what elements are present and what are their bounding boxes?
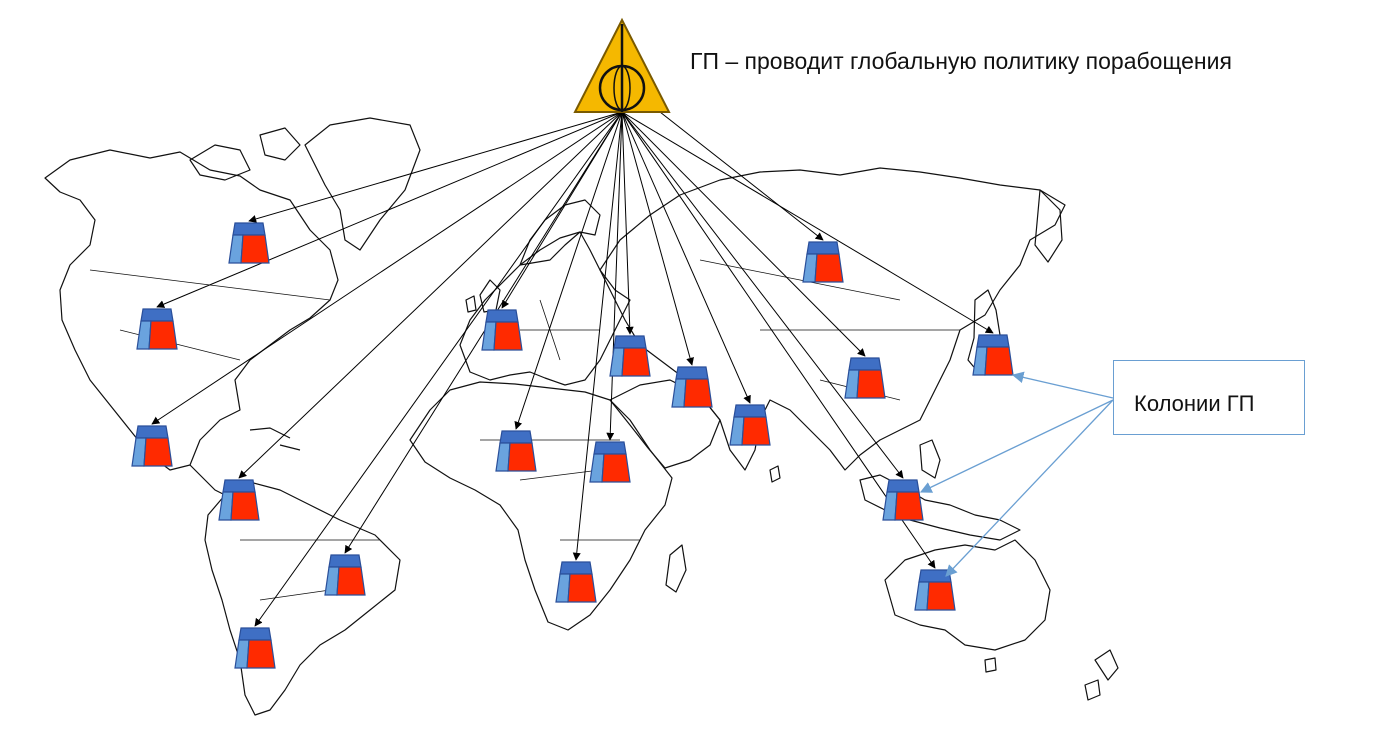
colony-group bbox=[131, 222, 1014, 669]
legend-box: Колонии ГП bbox=[1113, 360, 1305, 435]
colony-bucket-icon-japan bbox=[972, 334, 1014, 376]
colony-bucket-icon-australia bbox=[914, 569, 956, 611]
colony-bucket-icon-mexico bbox=[131, 425, 173, 467]
map-south-america bbox=[204, 481, 401, 716]
legend-arrow-australia bbox=[945, 399, 1114, 577]
arrow-china bbox=[621, 111, 866, 357]
colony-bucket-icon-argentina bbox=[234, 627, 276, 669]
colony-bucket-icon-south-africa bbox=[555, 561, 597, 603]
colony-bucket-icon-west-africa bbox=[495, 430, 537, 472]
map-asia bbox=[599, 167, 1066, 471]
page-title: ГП – проводит глобальную политику порабо… bbox=[690, 48, 1232, 74]
arrow-colombia bbox=[238, 111, 623, 479]
map-madagascar bbox=[665, 544, 687, 593]
arrow-usa bbox=[156, 111, 623, 308]
map-arctic-islands bbox=[189, 127, 301, 181]
colony-bucket-icon-china bbox=[844, 357, 886, 399]
colony-bucket-icon-canada bbox=[228, 222, 270, 264]
arrow-southeast-asia bbox=[621, 111, 904, 479]
arrow-west-europe bbox=[501, 111, 623, 309]
map-sri-lanka bbox=[769, 465, 781, 483]
arrow-west-africa bbox=[514, 111, 623, 430]
arrow-argentina bbox=[254, 111, 623, 627]
map-kamchatka bbox=[1034, 189, 1063, 263]
arrow-canada bbox=[248, 111, 623, 223]
arrow-group bbox=[151, 111, 994, 627]
arrow-mexico bbox=[151, 111, 623, 425]
map-new-zealand bbox=[984, 649, 1119, 701]
legend-arrows bbox=[919, 371, 1114, 577]
colony-bucket-icon-russia bbox=[802, 241, 844, 283]
colony-bucket-icon-colombia bbox=[218, 479, 260, 521]
map-british-isles bbox=[465, 279, 501, 313]
colony-bucket-icon-middle-east bbox=[671, 366, 713, 408]
arrow-russia bbox=[659, 111, 824, 241]
arrow-east-europe bbox=[621, 111, 634, 335]
map-australia bbox=[884, 539, 1051, 651]
deathly-hallows-triangle-icon bbox=[573, 17, 671, 113]
map-indonesia bbox=[859, 474, 1021, 541]
colony-bucket-icon-east-europe bbox=[609, 335, 651, 377]
map-greenland bbox=[304, 117, 421, 251]
colony-bucket-icon-east-africa bbox=[589, 441, 631, 483]
map-borders bbox=[89, 259, 960, 601]
map-north-america bbox=[44, 149, 339, 471]
map-arabia bbox=[609, 379, 721, 469]
colony-bucket-icon-india bbox=[729, 404, 771, 446]
colony-bucket-icon-southeast-asia bbox=[882, 479, 924, 521]
arrow-australia bbox=[621, 111, 936, 569]
legend-arrow-japan bbox=[1011, 371, 1114, 399]
colony-bucket-icon-brazil bbox=[324, 554, 366, 596]
arrow-india bbox=[621, 111, 751, 404]
arrow-middle-east bbox=[621, 111, 694, 366]
arrow-south-africa bbox=[572, 111, 623, 561]
arrow-east-africa bbox=[606, 111, 623, 441]
map-philippines bbox=[919, 439, 941, 479]
map-europe bbox=[459, 231, 631, 386]
colony-bucket-icon-west-europe bbox=[481, 309, 523, 351]
legend-label: Колонии ГП bbox=[1134, 391, 1255, 416]
legend-arrow-southeast-asia bbox=[919, 399, 1114, 493]
map-africa bbox=[409, 381, 673, 631]
colony-bucket-icon-usa bbox=[136, 308, 178, 350]
world-map bbox=[44, 117, 1119, 716]
arrow-brazil bbox=[344, 111, 623, 554]
arrow-japan bbox=[621, 111, 994, 334]
